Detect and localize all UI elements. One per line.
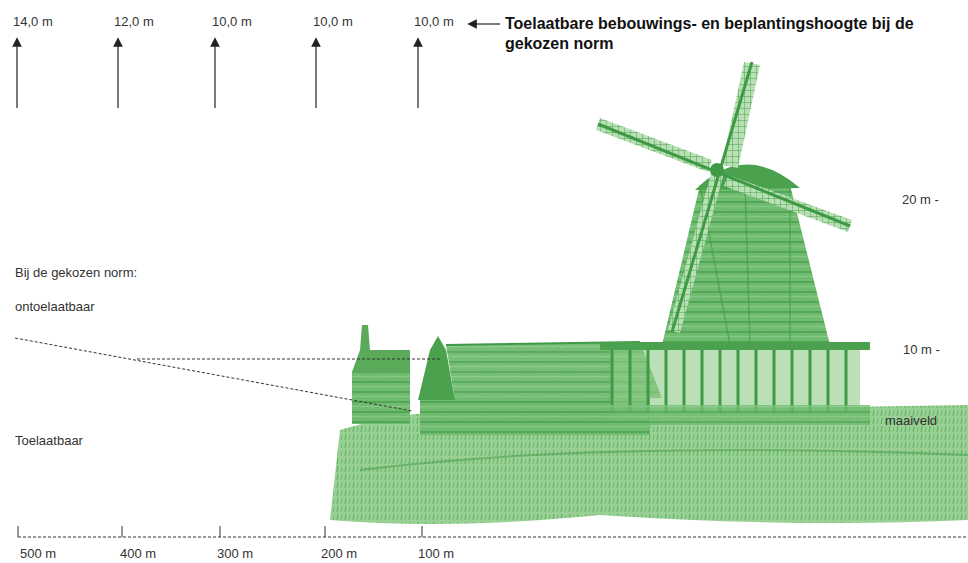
norm-lines [15,338,440,411]
height-arrows [17,24,500,108]
ground-label: maaiveld [885,413,937,429]
height-value: 14,0 m [13,14,53,30]
distance-axis [18,526,968,537]
height-value: 10,0 m [212,14,252,30]
height-value: 10,0 m [313,14,353,30]
distance-value: 200 m [321,546,357,562]
distance-value: 100 m [418,546,454,562]
title-note: Toelaatbare bebouwings- en beplantingsho… [505,14,920,54]
scale-mark: 10 m - [903,342,940,358]
distance-value: 300 m [217,546,253,562]
height-value: 12,0 m [114,14,154,30]
scale-mark: 20 m - [902,192,939,208]
distance-value: 500 m [20,546,56,562]
mill-tower [600,164,870,425]
mill-sails [596,62,852,333]
norm-note: Bij de gekozen norm: [15,265,137,281]
height-value: 10,0 m [414,14,454,30]
zone-label: ontoelaatbaar [15,299,95,315]
distance-value: 400 m [120,546,156,562]
zone-label: Toelaatbaar [15,433,83,449]
